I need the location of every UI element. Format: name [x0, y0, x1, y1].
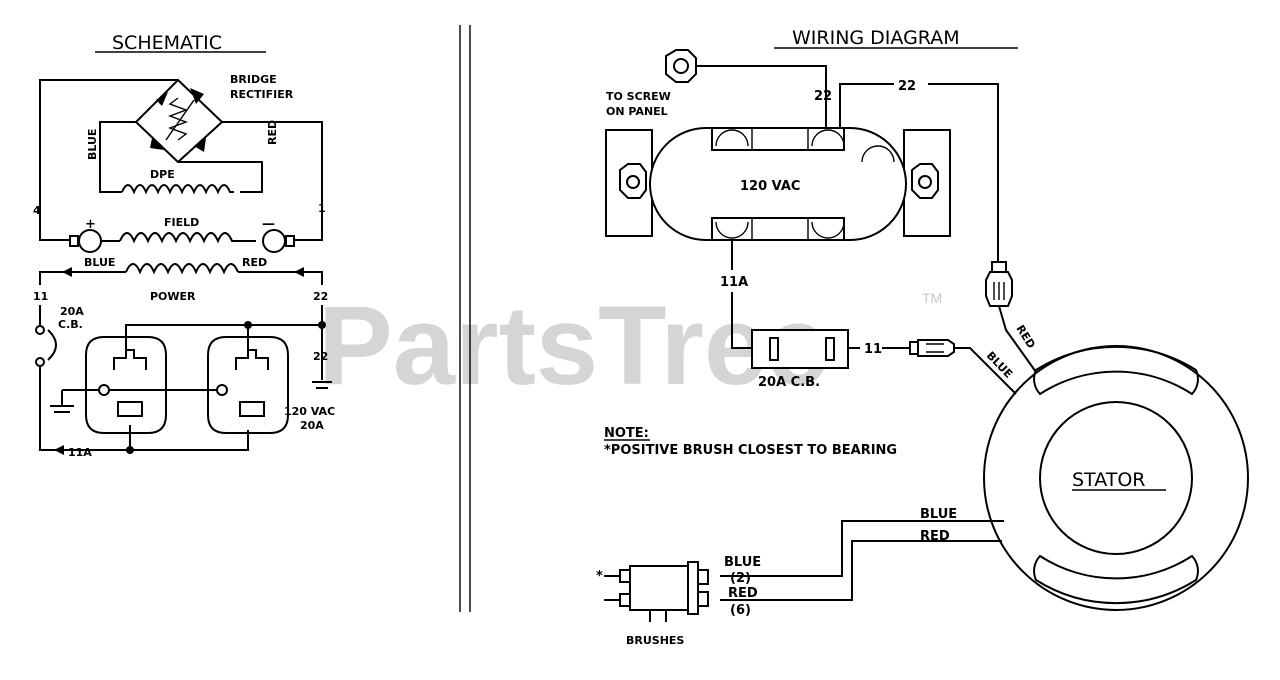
circuit-breaker-label: 20A C.B. [758, 375, 820, 390]
stator [983, 345, 1249, 611]
junction-22-hot [244, 321, 252, 329]
power-arrow-left [62, 267, 72, 277]
wiring-section: WIRING DIAGRAM TO SCREW ON PANEL 22 [596, 27, 1249, 647]
wire-loop-left [39, 79, 178, 241]
brush-blue-num: (2) [730, 571, 751, 586]
brushes-label: BRUSHES [626, 634, 684, 647]
bridge-rectifier-label-2: RECTIFIER [230, 88, 294, 101]
wire-22-left-label: 22 [814, 89, 832, 104]
receptacle-1 [85, 336, 167, 434]
brush-red-num: (6) [730, 603, 751, 618]
wire-11a-label: 11A [720, 275, 748, 290]
wire-11a-to-receptacle [130, 430, 249, 451]
power-red-label: RED [242, 256, 267, 269]
bridge-rectifier [134, 78, 224, 164]
schematic-title: SCHEMATIC [112, 32, 222, 54]
schematic-section: SCHEMATIC BRIDGE RECTIFIER DPE BLUE RED … [33, 32, 335, 459]
wire-dpe-left [99, 121, 136, 193]
connector-red [985, 261, 1013, 307]
to-screw-label-1: TO SCREW [606, 90, 671, 103]
power-label: POWER [150, 290, 196, 303]
power-arrow-right [294, 267, 304, 277]
blue-vertical-label: BLUE [86, 129, 99, 160]
breaker-contact-bottom [35, 357, 45, 367]
field-coil [69, 229, 295, 253]
wire-power-left [39, 271, 126, 285]
wiring-title: WIRING DIAGRAM [792, 27, 960, 49]
note-title: NOTE: [604, 426, 649, 441]
breaker-contact-top [35, 325, 45, 335]
dpe-label: DPE [150, 168, 175, 181]
wire-22-top-b [928, 83, 999, 262]
wiring-receptacle [605, 127, 951, 241]
wire-11-label: 11 [864, 342, 882, 357]
watermark-tm: TM [922, 290, 942, 306]
note-text: *POSITIVE BRUSH CLOSEST TO BEARING [604, 443, 897, 458]
power-coil [125, 263, 239, 275]
red-vertical-label: RED [266, 120, 279, 145]
bridge-rectifier-label-1: BRIDGE [230, 73, 277, 86]
wire-11a-arrow [54, 445, 64, 455]
wire-11a-label: 11A [68, 446, 92, 459]
wire-22-top-label: 22 [898, 79, 916, 94]
circuit-breaker [751, 329, 849, 369]
wire-red-to-stator [998, 305, 1037, 373]
stator-blue-label: BLUE [920, 507, 957, 522]
wire-11a-b [731, 292, 752, 349]
wire-22-bottom-label: 22 [313, 350, 328, 363]
power-blue-label: BLUE [84, 256, 115, 269]
wire-11a-bottom [39, 366, 130, 451]
wiring-receptacle-label: 120 VAC [740, 179, 800, 194]
terminal-1-label: 1 [318, 202, 326, 215]
wire-blue-to-stator [954, 347, 1017, 395]
brush-blue-label: BLUE [724, 555, 761, 570]
wire-loop-right [222, 121, 323, 241]
to-screw-label-2: ON PANEL [606, 105, 668, 118]
connector-blue [909, 339, 955, 357]
breaker-label-2: C.B. [58, 318, 83, 331]
junction-11a [126, 446, 134, 454]
wire-power-right [238, 271, 323, 285]
dpe-coil [121, 184, 234, 195]
stator-red-label: RED [920, 529, 950, 544]
panel-screw [665, 49, 697, 83]
wire-22-top-label: 22 [313, 290, 328, 303]
wire-stator-red [720, 540, 1002, 601]
field-label: FIELD [164, 216, 199, 229]
stator-label: STATOR [1072, 469, 1145, 491]
wire-22-screw [696, 65, 827, 128]
wire-11-label: 11 [33, 290, 48, 303]
wire-stator-blue [720, 520, 1004, 577]
receptacle-label-2: 20A [300, 419, 324, 432]
blue-wire-label: BLUE [984, 349, 1015, 381]
wire-22-hot [125, 324, 322, 350]
field-plus-label: + [85, 217, 96, 232]
breaker-label-1: 20A [60, 305, 84, 318]
terminal-4-label: 4 [33, 204, 41, 217]
wire-dpe-right [178, 161, 263, 193]
receptacle-label-1: 120 VAC [284, 405, 335, 418]
brush-star-label: * [596, 569, 603, 584]
receptacle-2 [207, 336, 289, 434]
wire-22-top-a [839, 83, 894, 128]
watermark-text: PartsTree [318, 283, 829, 408]
field-minus-label: — [262, 217, 275, 232]
brush-holder [604, 561, 709, 622]
breaker-arc [47, 329, 57, 361]
brush-red-label: RED [728, 586, 758, 601]
